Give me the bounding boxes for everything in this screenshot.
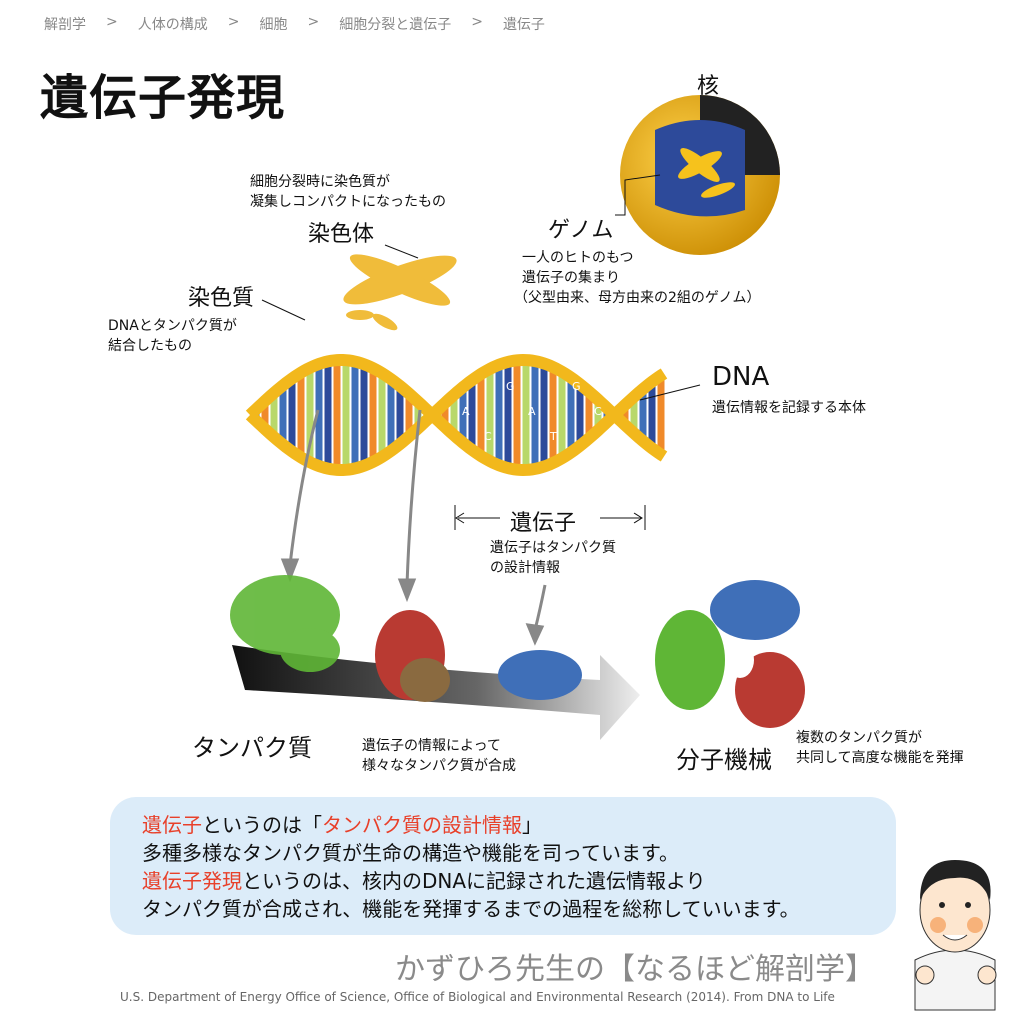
dna-pointer: [639, 384, 701, 401]
synthesis-desc-line: 遺伝子の情報によって: [362, 738, 501, 754]
gene-desc-line: の設計情報: [490, 560, 560, 576]
gene-description: 遺伝子はタンパク質 の設計情報: [490, 538, 616, 578]
bubble-line-2: 多種多様なタンパク質が生命の構造や機能を司っています。: [142, 841, 679, 865]
breadcrumb-item[interactable]: 人体の構成: [137, 17, 208, 33]
breadcrumb-separator: >: [227, 14, 240, 30]
chromatin-desc-line: DNAとタンパク質が: [108, 318, 237, 334]
gene-bracket: [454, 505, 646, 530]
protein-blue: [498, 650, 582, 700]
highlight-gene: 遺伝子: [142, 813, 202, 837]
breadcrumb-separator: >: [106, 14, 118, 30]
machine-desc-line: 複数のタンパク質が: [796, 730, 922, 746]
breadcrumb-item[interactable]: 細胞: [259, 17, 288, 33]
machine-description: 複数のタンパク質が 共同して高度な機能を発揮: [796, 728, 964, 768]
base-letter: G: [506, 380, 515, 393]
genome-desc-line: （父型由来、母方由来の2組のゲノム）: [514, 290, 761, 306]
protein-red: [375, 610, 450, 702]
synthesis-desc-line: 様々なタンパク質が合成: [362, 758, 516, 774]
dna-description: 遺伝情報を記録する本体: [712, 400, 866, 416]
base-letter: C: [594, 405, 602, 418]
chromatin-label: 染色質: [188, 286, 255, 311]
arrows: [280, 409, 547, 646]
chromatin-description: DNAとタンパク質が 結合したもの: [108, 316, 237, 356]
chromatin-desc-line: 結合したもの: [108, 338, 192, 354]
chromosome-description: 細胞分裂時に染色質が 凝集しコンパクトになったもの: [250, 172, 446, 212]
breadcrumb-item[interactable]: 細胞分裂と遺伝子: [339, 17, 452, 33]
chromosome-label: 染色体: [308, 222, 375, 247]
bubble-text: というのは、核内のDNAに記録された遺伝情報より: [242, 869, 706, 893]
gene-label: 遺伝子: [510, 511, 577, 536]
citation: U.S. Department of Energy Office of Scie…: [120, 990, 835, 1004]
chromatin-pointer: [261, 299, 306, 321]
base-letter: A: [528, 405, 536, 418]
breadcrumb-separator: >: [471, 14, 483, 30]
base-letter: T: [439, 380, 447, 393]
bubble-line-4: タンパク質が合成され、機能を発揮するまでの過程を総称していいます。: [142, 897, 800, 921]
bubble-line-3: 遺伝子発現というのは、核内のDNAに記録された遺伝情報より: [142, 867, 896, 895]
base-letter: C: [484, 430, 492, 443]
protein-label: タンパク質: [192, 734, 312, 762]
synthesis-description: 遺伝子の情報によって 様々なタンパク質が合成: [362, 736, 516, 776]
bubble-line-1: 遺伝子というのは「タンパク質の設計情報」: [142, 811, 896, 839]
bubble-text: 」: [522, 813, 542, 837]
bubble-text: というのは「: [202, 813, 322, 837]
molecular-machine-label: 分子機械: [676, 746, 772, 774]
nucleus-illustration: [615, 95, 780, 255]
highlight-gene-expression: 遺伝子発現: [142, 869, 242, 893]
genome-desc-line: 遺伝子の集まり: [522, 270, 620, 286]
machine-desc-line: 共同して高度な機能を発揮: [796, 750, 964, 766]
chromosome-desc-line: 凝集しコンパクトになったもの: [250, 194, 446, 210]
base-letter: A: [462, 405, 470, 418]
genome-desc-line: 一人のヒトのもつ: [522, 250, 634, 266]
dna-strand-b: [245, 354, 668, 477]
breadcrumb-item[interactable]: 解剖学: [44, 17, 86, 33]
genome-label: ゲノム: [548, 218, 614, 243]
dna-label: DNA: [712, 362, 770, 392]
chromosome-desc-line: 細胞分裂時に染色質が: [250, 174, 390, 190]
brand-text: かずひろ先生の【なるほど解剖学】: [395, 952, 875, 987]
breadcrumb-separator: >: [307, 14, 320, 30]
protein-green: [230, 575, 340, 672]
page-title: 遺伝子発現: [40, 70, 286, 126]
chromosome-illustration: [343, 254, 457, 331]
dna-strand-a: [245, 353, 668, 476]
breadcrumb: 解剖学 > 人体の構成 > 細胞 > 細胞分裂と遺伝子 > 遺伝子: [44, 14, 545, 34]
genome-description: 一人のヒトのもつ 遺伝子の集まり （父型由来、母方由来の2組のゲノム）: [514, 248, 761, 308]
breadcrumb-current: 遺伝子: [502, 17, 545, 33]
base-letter: T: [549, 430, 557, 443]
gene-desc-line: 遺伝子はタンパク質: [490, 540, 616, 556]
speech-bubble: 遺伝子というのは「タンパク質の設計情報」 多種多様なタンパク質が生命の構造や機能…: [110, 797, 896, 935]
base-letter: G: [572, 380, 581, 393]
highlight-protein-design: タンパク質の設計情報: [322, 813, 522, 837]
teacher-avatar: [914, 860, 997, 1011]
nucleus-label: 核: [697, 74, 720, 99]
molecular-machine: [655, 580, 805, 728]
chromosome-pointer: [384, 244, 419, 259]
